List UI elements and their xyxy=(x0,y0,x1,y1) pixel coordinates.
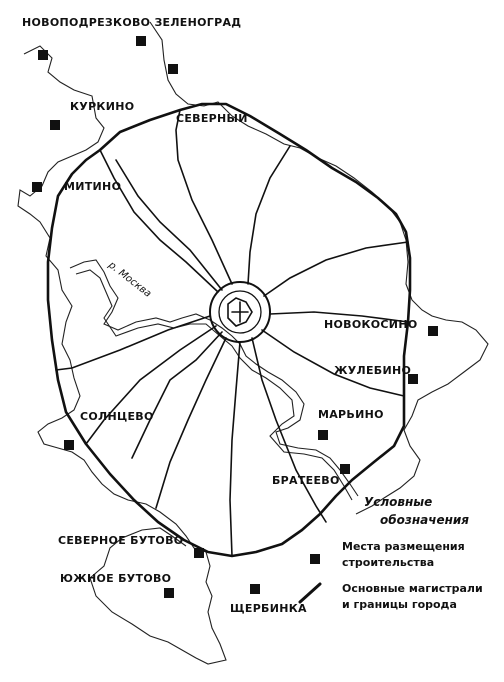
label-brateevo: БРАТЕЕВО xyxy=(272,474,340,487)
radial-road-southwest-2 xyxy=(131,331,223,459)
radial-road-south-east xyxy=(251,337,327,523)
label-yuzhnoe-butovo: ЮЖНОЕ БУТОВО xyxy=(60,572,171,585)
radial-road-northnortheast xyxy=(247,145,291,285)
radial-road-southeast xyxy=(261,329,405,397)
boulevard-ring xyxy=(218,290,262,334)
site-marker-zhulebino xyxy=(408,374,418,384)
site-marker-novokosino xyxy=(428,326,438,336)
legend-sites-line1: Места размещения xyxy=(342,540,465,553)
label-zhulebino: ЖУЛЕБИНО xyxy=(334,364,411,377)
site-marker-kurkino xyxy=(50,120,60,130)
label-novokosino: НОВОКОСИНО xyxy=(324,318,417,331)
legend-road-swatch xyxy=(298,582,322,604)
site-marker-zelenograd xyxy=(136,36,146,46)
radial-road-west-southwest xyxy=(85,325,217,445)
site-marker-severnoe-butovo xyxy=(194,548,204,558)
mkad-ring-road xyxy=(46,102,412,558)
legend-sites-line2: строительства xyxy=(342,556,434,569)
site-marker-shcherbinka xyxy=(250,584,260,594)
site-marker-mitino xyxy=(32,182,42,192)
legend-title-line1: Условные xyxy=(364,495,432,509)
kremlin-center xyxy=(227,297,253,327)
label-mitino: МИТИНО xyxy=(64,180,121,193)
moskva-river xyxy=(69,259,359,497)
site-marker-north-ext xyxy=(168,64,178,74)
city-outer-boundary xyxy=(17,21,489,665)
label-severny: СЕВЕРНЫЙ xyxy=(176,112,248,125)
legend-roads-line1: Основные магистрали xyxy=(342,582,483,595)
legend: Условные обозначения Места размещения ст… xyxy=(298,495,483,611)
label-river: р. Москва xyxy=(105,259,153,300)
site-marker-maryino xyxy=(318,430,328,440)
site-marker-brateevo xyxy=(340,464,350,474)
radial-road-south xyxy=(229,341,241,557)
label-maryino: МАРЬИНО xyxy=(318,408,384,421)
radial-road-northwest-2 xyxy=(115,159,223,291)
radial-road-east xyxy=(269,311,409,323)
radial-road-west xyxy=(55,315,211,371)
radial-road-northwest xyxy=(99,149,219,293)
label-novopodrezkovo-zelenograd: НОВОПОДРЕЗКОВО ЗЕЛЕНОГРАД xyxy=(22,16,241,29)
legend-roads-line2: и границы города xyxy=(342,598,457,611)
label-kurkino: КУРКИНО xyxy=(70,100,134,113)
label-severnoe-butovo: СЕВЕРНОЕ БУТОВО xyxy=(58,534,183,547)
site-marker-yuzhnoe-butovo xyxy=(164,588,174,598)
radial-road-southwest xyxy=(155,337,227,509)
legend-site-swatch xyxy=(310,554,320,564)
legend-title-line2: обозначения xyxy=(380,513,469,527)
radial-road-north xyxy=(175,109,233,285)
moskva-river-bank xyxy=(75,269,353,501)
label-solntsevo: СОЛНЦЕВО xyxy=(80,410,154,423)
site-marker-novopodrezkovo xyxy=(38,50,48,60)
label-shcherbinka: ЩЕРБИНКА xyxy=(230,602,307,615)
site-marker-solntsevo xyxy=(64,440,74,450)
construction-sites xyxy=(32,36,438,598)
radial-road-northeast xyxy=(263,241,409,297)
